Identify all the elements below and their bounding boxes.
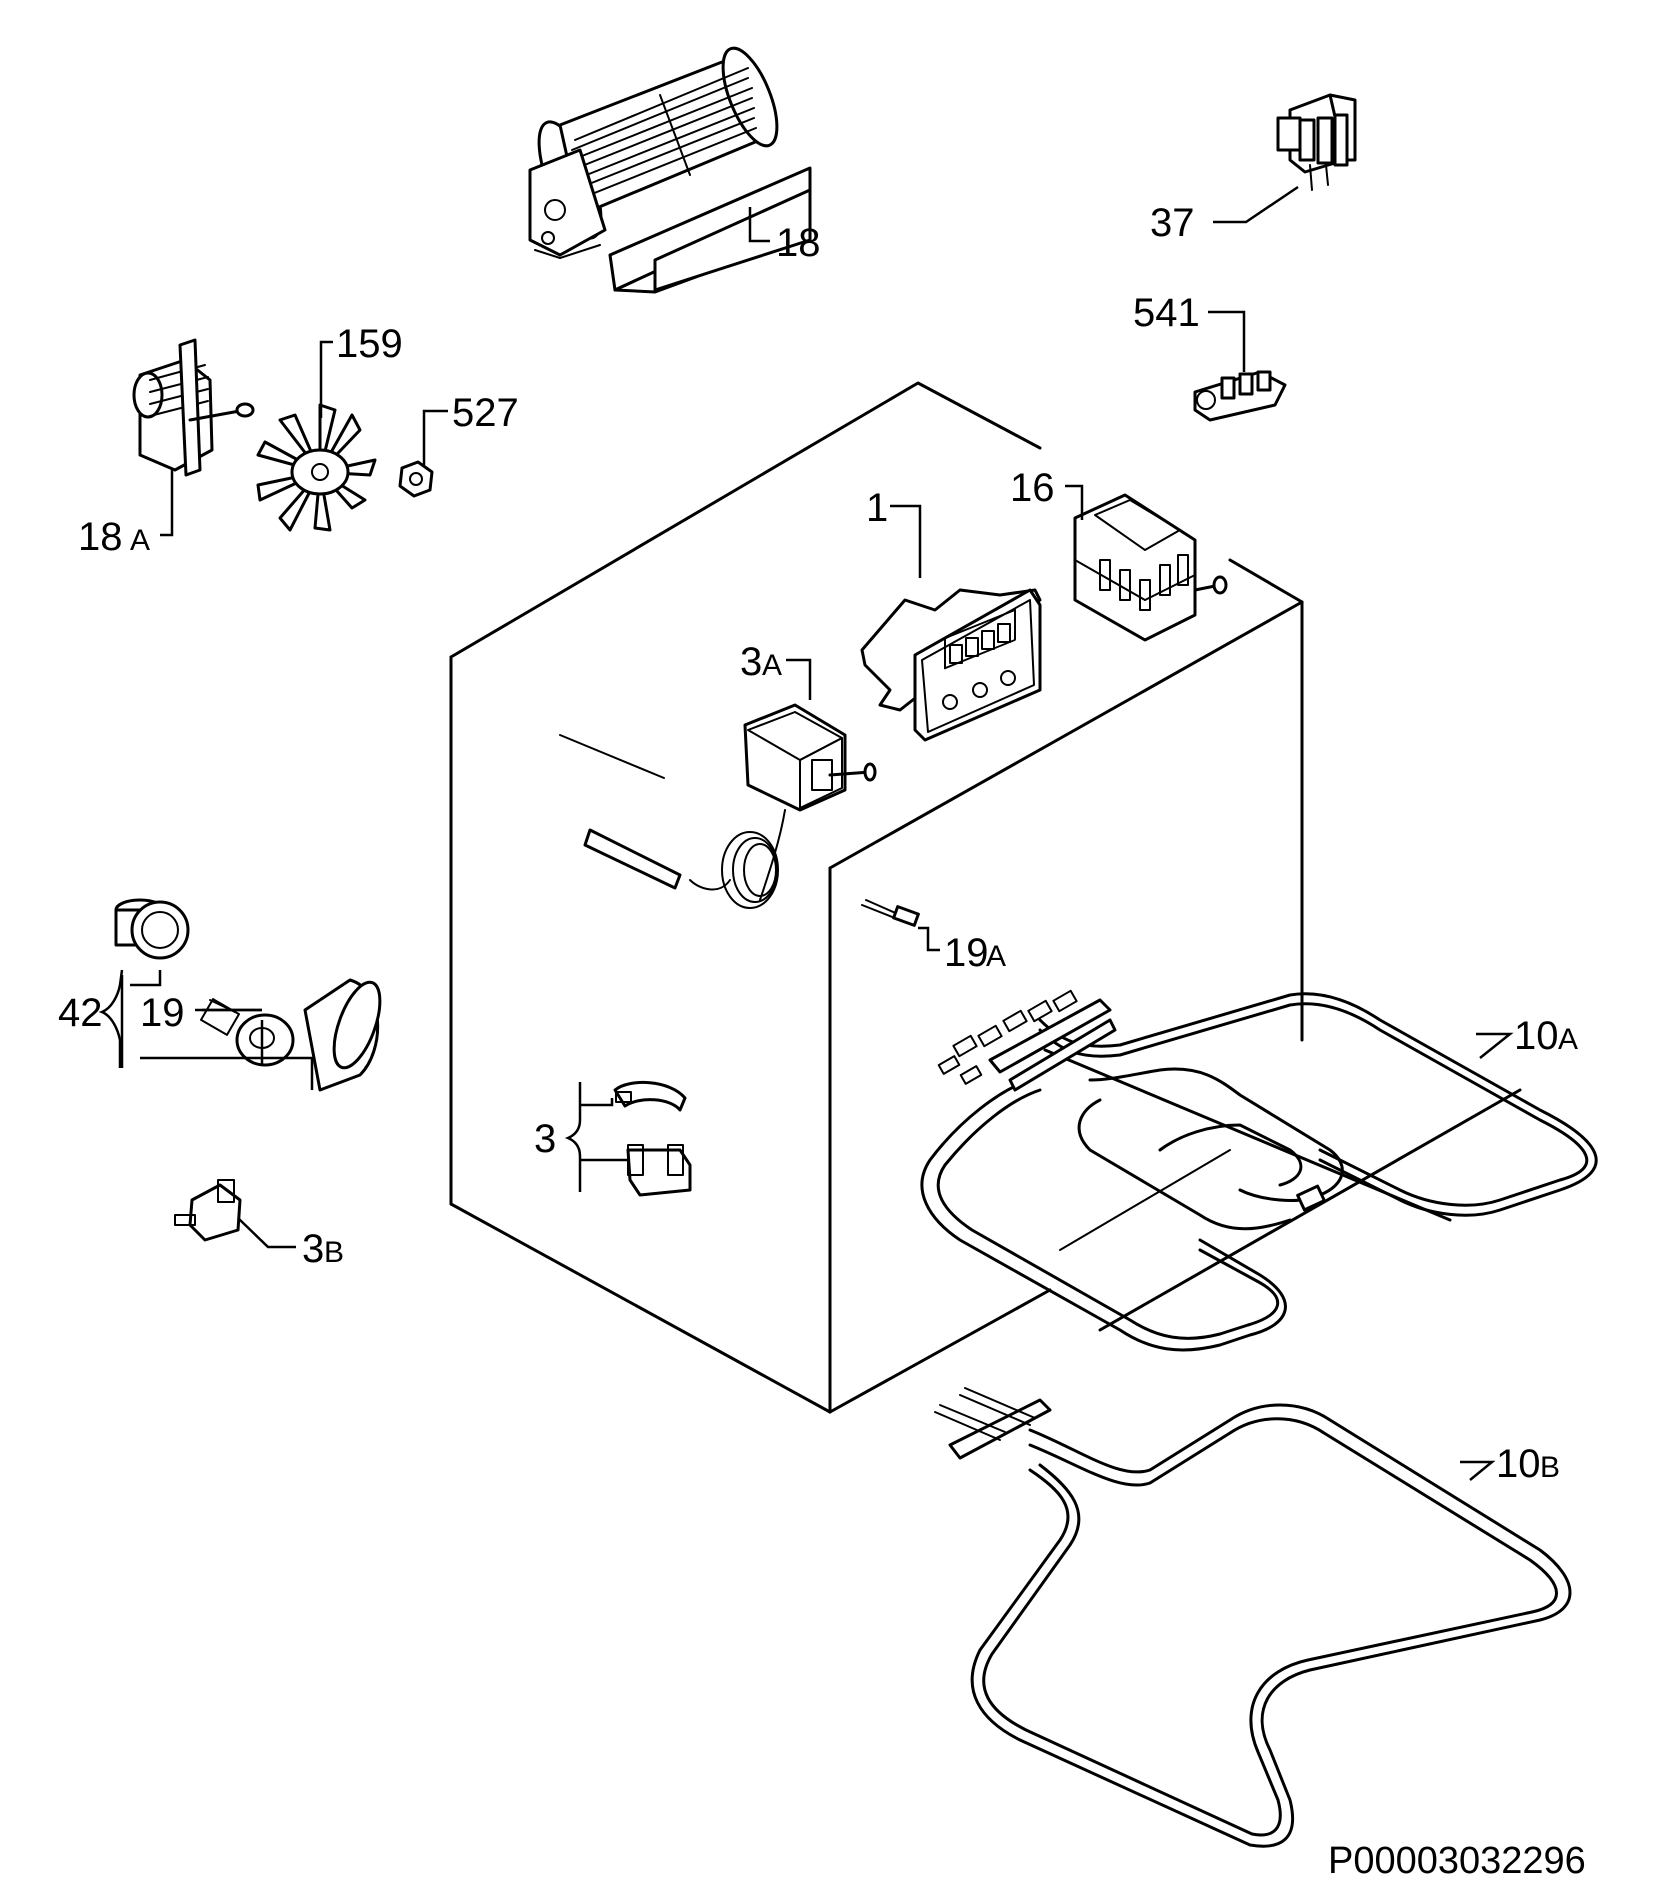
- label-1: 1: [866, 486, 888, 530]
- label-19: 19: [140, 991, 185, 1035]
- clip-set-part-3: [613, 1080, 692, 1197]
- sensor-part-19a: [861, 899, 920, 927]
- fan-wheel-part-159: [256, 403, 377, 532]
- fan-motor-part-18a: [132, 338, 255, 477]
- label-3a-suffix: A: [762, 649, 782, 682]
- electronic-timer-part-1: [860, 588, 1042, 742]
- bottom-heating-element-part-10b: [934, 1387, 1572, 1848]
- label-527: 527: [452, 391, 519, 435]
- reference-code: P00003032296: [1328, 1840, 1586, 1882]
- thermostat-part-3a: [583, 703, 877, 909]
- label-18a-number: 18: [78, 515, 123, 559]
- oven-cavity-box: [449, 381, 1304, 1414]
- label-10a-number: 10: [1514, 1014, 1559, 1058]
- label-541: 541: [1133, 291, 1200, 335]
- label-10b-number: 10: [1496, 1442, 1541, 1486]
- tangential-fan-part-18: [528, 46, 812, 294]
- label-10b-suffix: B: [1540, 1451, 1560, 1484]
- label-159: 159: [336, 322, 403, 366]
- lamp-assembly-part-42: [114, 898, 382, 1092]
- switch-part-541: [1193, 370, 1287, 422]
- label-19a-number: 19: [944, 931, 989, 975]
- label-37: 37: [1150, 201, 1195, 245]
- nut-part-527: [398, 460, 434, 498]
- terminal-part-3b: [174, 1179, 242, 1242]
- top-heating-element-part-10a: [920, 989, 1598, 1352]
- label-42: 42: [58, 991, 103, 1035]
- label-18: 18: [776, 221, 821, 265]
- label-3: 3: [534, 1117, 556, 1161]
- label-10a-suffix: A: [1558, 1023, 1578, 1056]
- label-18a-suffix: A: [130, 524, 150, 557]
- relay-part-37: [1276, 93, 1357, 191]
- selector-switch-part-16: [1073, 493, 1228, 642]
- label-3b-number: 3: [302, 1227, 324, 1271]
- label-19a-suffix: A: [986, 940, 1006, 973]
- label-16: 16: [1010, 466, 1055, 510]
- label-3b-suffix: B: [324, 1236, 344, 1269]
- label-3a-number: 3: [740, 640, 762, 684]
